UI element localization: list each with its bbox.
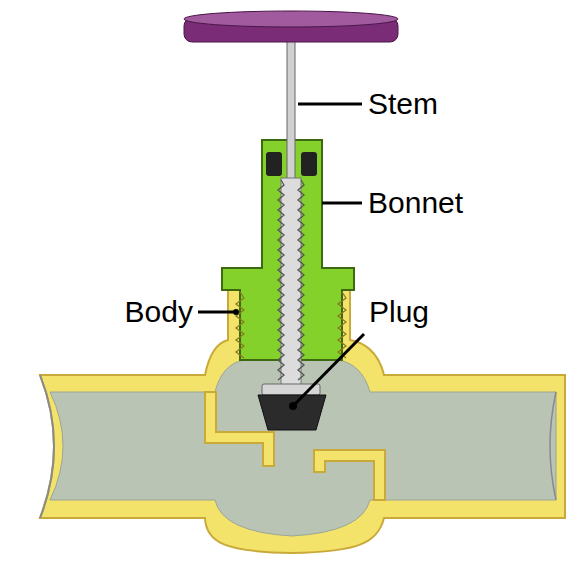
part-label: Stem [368,87,438,121]
stem [287,40,295,190]
handwheel-top [184,11,398,27]
part-label: Body [125,295,193,329]
thread-line [236,292,244,358]
leader-line [293,334,364,406]
leader-line [322,202,362,205]
thread-line [338,292,346,358]
thread-line [298,180,304,380]
leader-line [198,311,236,314]
flow-passage [50,360,556,536]
pipe-end [40,375,54,518]
plug [258,395,326,430]
stem-threads [278,180,304,380]
leader-dot [289,402,297,410]
leader-line [298,103,362,106]
leader-dot [233,309,239,315]
thread-line [278,180,284,380]
pipe-end [550,392,556,500]
part-label: Plug [369,295,429,329]
body-partition [314,450,385,500]
packing [301,152,317,176]
part-label: Bonnet [368,186,463,220]
packing [266,152,282,176]
